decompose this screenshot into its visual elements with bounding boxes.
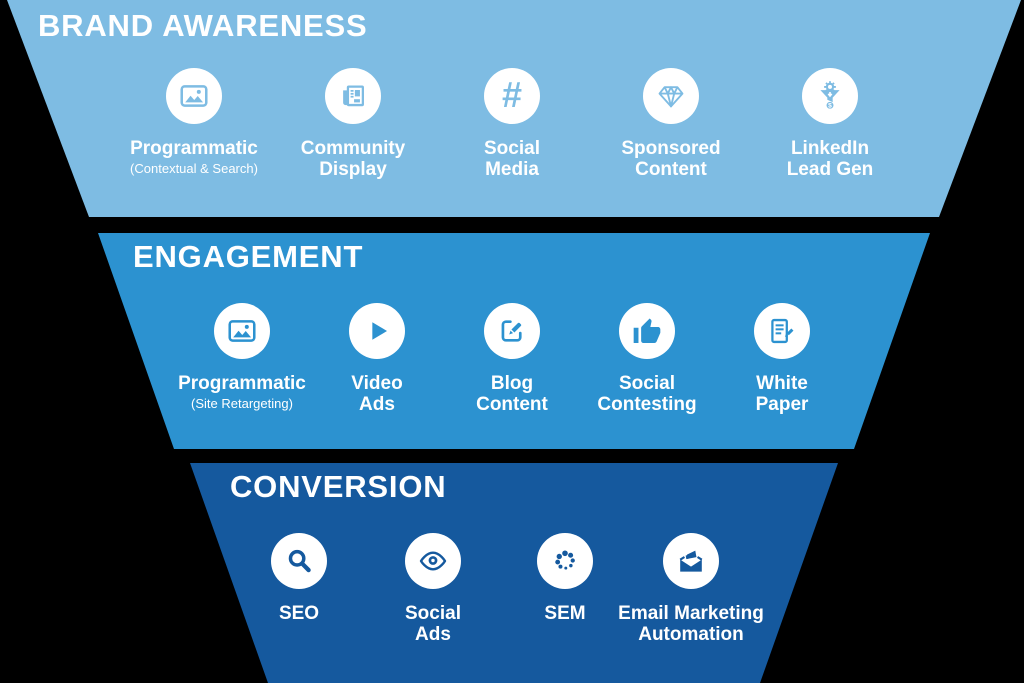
funnel-item: Blog Content [427,303,597,415]
item-label: Programmatic [178,373,306,394]
edit-compose-icon [501,320,522,342]
document-pencil-icon [771,318,794,344]
item-label: Community Display [300,138,406,180]
item-label: Sponsored Content [621,138,721,180]
image-picture-icon [228,320,256,342]
funnel-item: SEO [214,533,384,624]
lead-gen-funnel-icon: $ [820,81,840,110]
dotted-ring-icon [555,550,575,570]
item-label: Social Contesting [597,373,697,415]
newspaper-icon [343,85,364,107]
funnel-item: White Paper [697,303,867,415]
funnel-item: Programmatic (Contextual & Search) [109,68,279,178]
play-icon [372,322,387,340]
item-label: Social Ads [405,603,461,645]
svg-text:$: $ [828,103,832,110]
diamond-icon [658,86,684,108]
item-label: Email Marketing Automation [618,603,764,645]
funnel-item: Social Contesting [562,303,732,415]
image-picture-icon [180,85,208,107]
item-label: Social Media [484,138,540,180]
item-sublabel: (Contextual & Search) [130,161,258,176]
item-label: Video Ads [351,373,403,415]
item-label: White Paper [755,373,809,415]
funnel-item: Email Marketing Automation [606,533,776,645]
funnel-item: Video Ads [292,303,462,415]
funnel-item: Sponsored Content [586,68,756,180]
funnel-item: # Social Media [427,68,597,180]
item-label: SEM [544,603,586,624]
item-label: LinkedIn Lead Gen [786,138,874,180]
email-megaphone-icon [679,550,703,572]
item-label: SEO [278,603,320,624]
funnel-item: SEM [480,533,650,624]
hashtag-icon: # [501,74,523,115]
tier-title: CONVERSION [230,469,447,504]
funnel-item: Social Ads [348,533,518,645]
tier-title: BRAND AWARENESS [38,8,368,43]
item-label: Programmatic [130,138,258,159]
funnel-item: $ LinkedIn Lead Gen [745,68,915,180]
tier-title: ENGAGEMENT [133,239,364,274]
funnel-item: Programmatic (Site Retargeting) [157,303,327,413]
item-label: Blog Content [476,373,548,415]
item-sublabel: (Site Retargeting) [191,396,293,411]
search-icon [288,549,311,573]
eye-icon [419,551,447,571]
thumbs-up-icon [633,318,661,343]
funnel-item: Community Display [268,68,438,180]
